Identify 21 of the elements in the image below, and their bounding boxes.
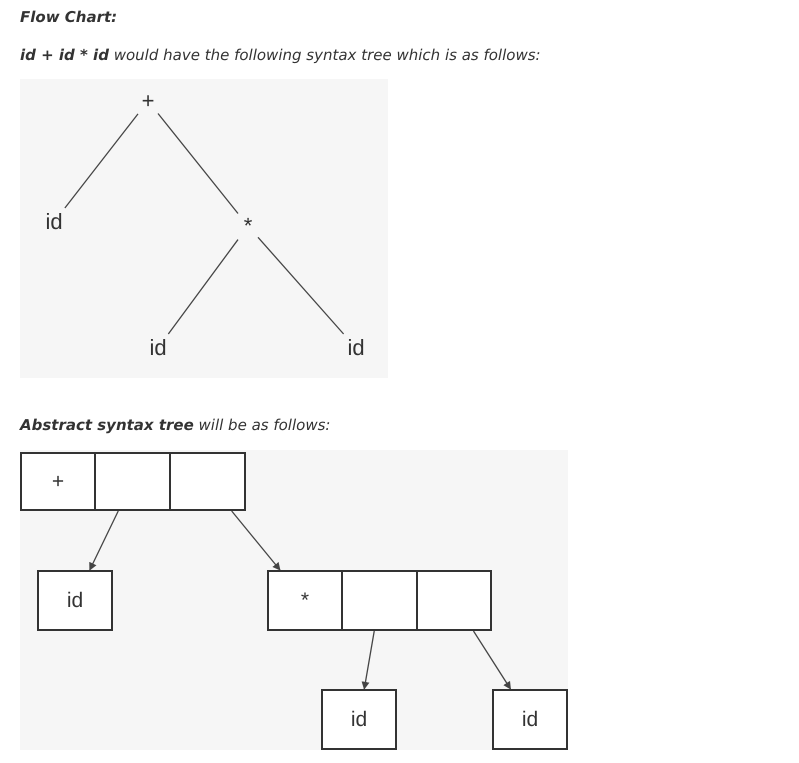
record-cell: id	[492, 689, 568, 750]
tree-node-label: id	[343, 334, 369, 362]
tree-branch-line	[64, 113, 139, 208]
tree-node-label: id	[145, 334, 171, 362]
arrow	[89, 510, 119, 571]
tree-branch-line	[158, 113, 238, 214]
tree-node-label: *	[238, 212, 258, 240]
arrow	[362, 630, 375, 690]
record-cell: +	[20, 452, 96, 511]
tree-node-label: id	[41, 208, 67, 236]
tree-branch-line	[258, 236, 344, 334]
record-cell: id	[37, 570, 113, 631]
caption-text: Abstract syntax tree will be as follows:	[20, 416, 330, 434]
record-cell: id	[321, 689, 397, 750]
caption-text: id + id * id would have the following syntax tree which is as follows:	[20, 46, 541, 64]
tree-branch-line	[168, 239, 239, 334]
tree-node-label: +	[138, 87, 158, 115]
arrow	[231, 510, 281, 571]
heading: Flow Chart:	[20, 8, 118, 26]
record-cell: *	[267, 570, 343, 631]
arrow	[472, 630, 512, 690]
